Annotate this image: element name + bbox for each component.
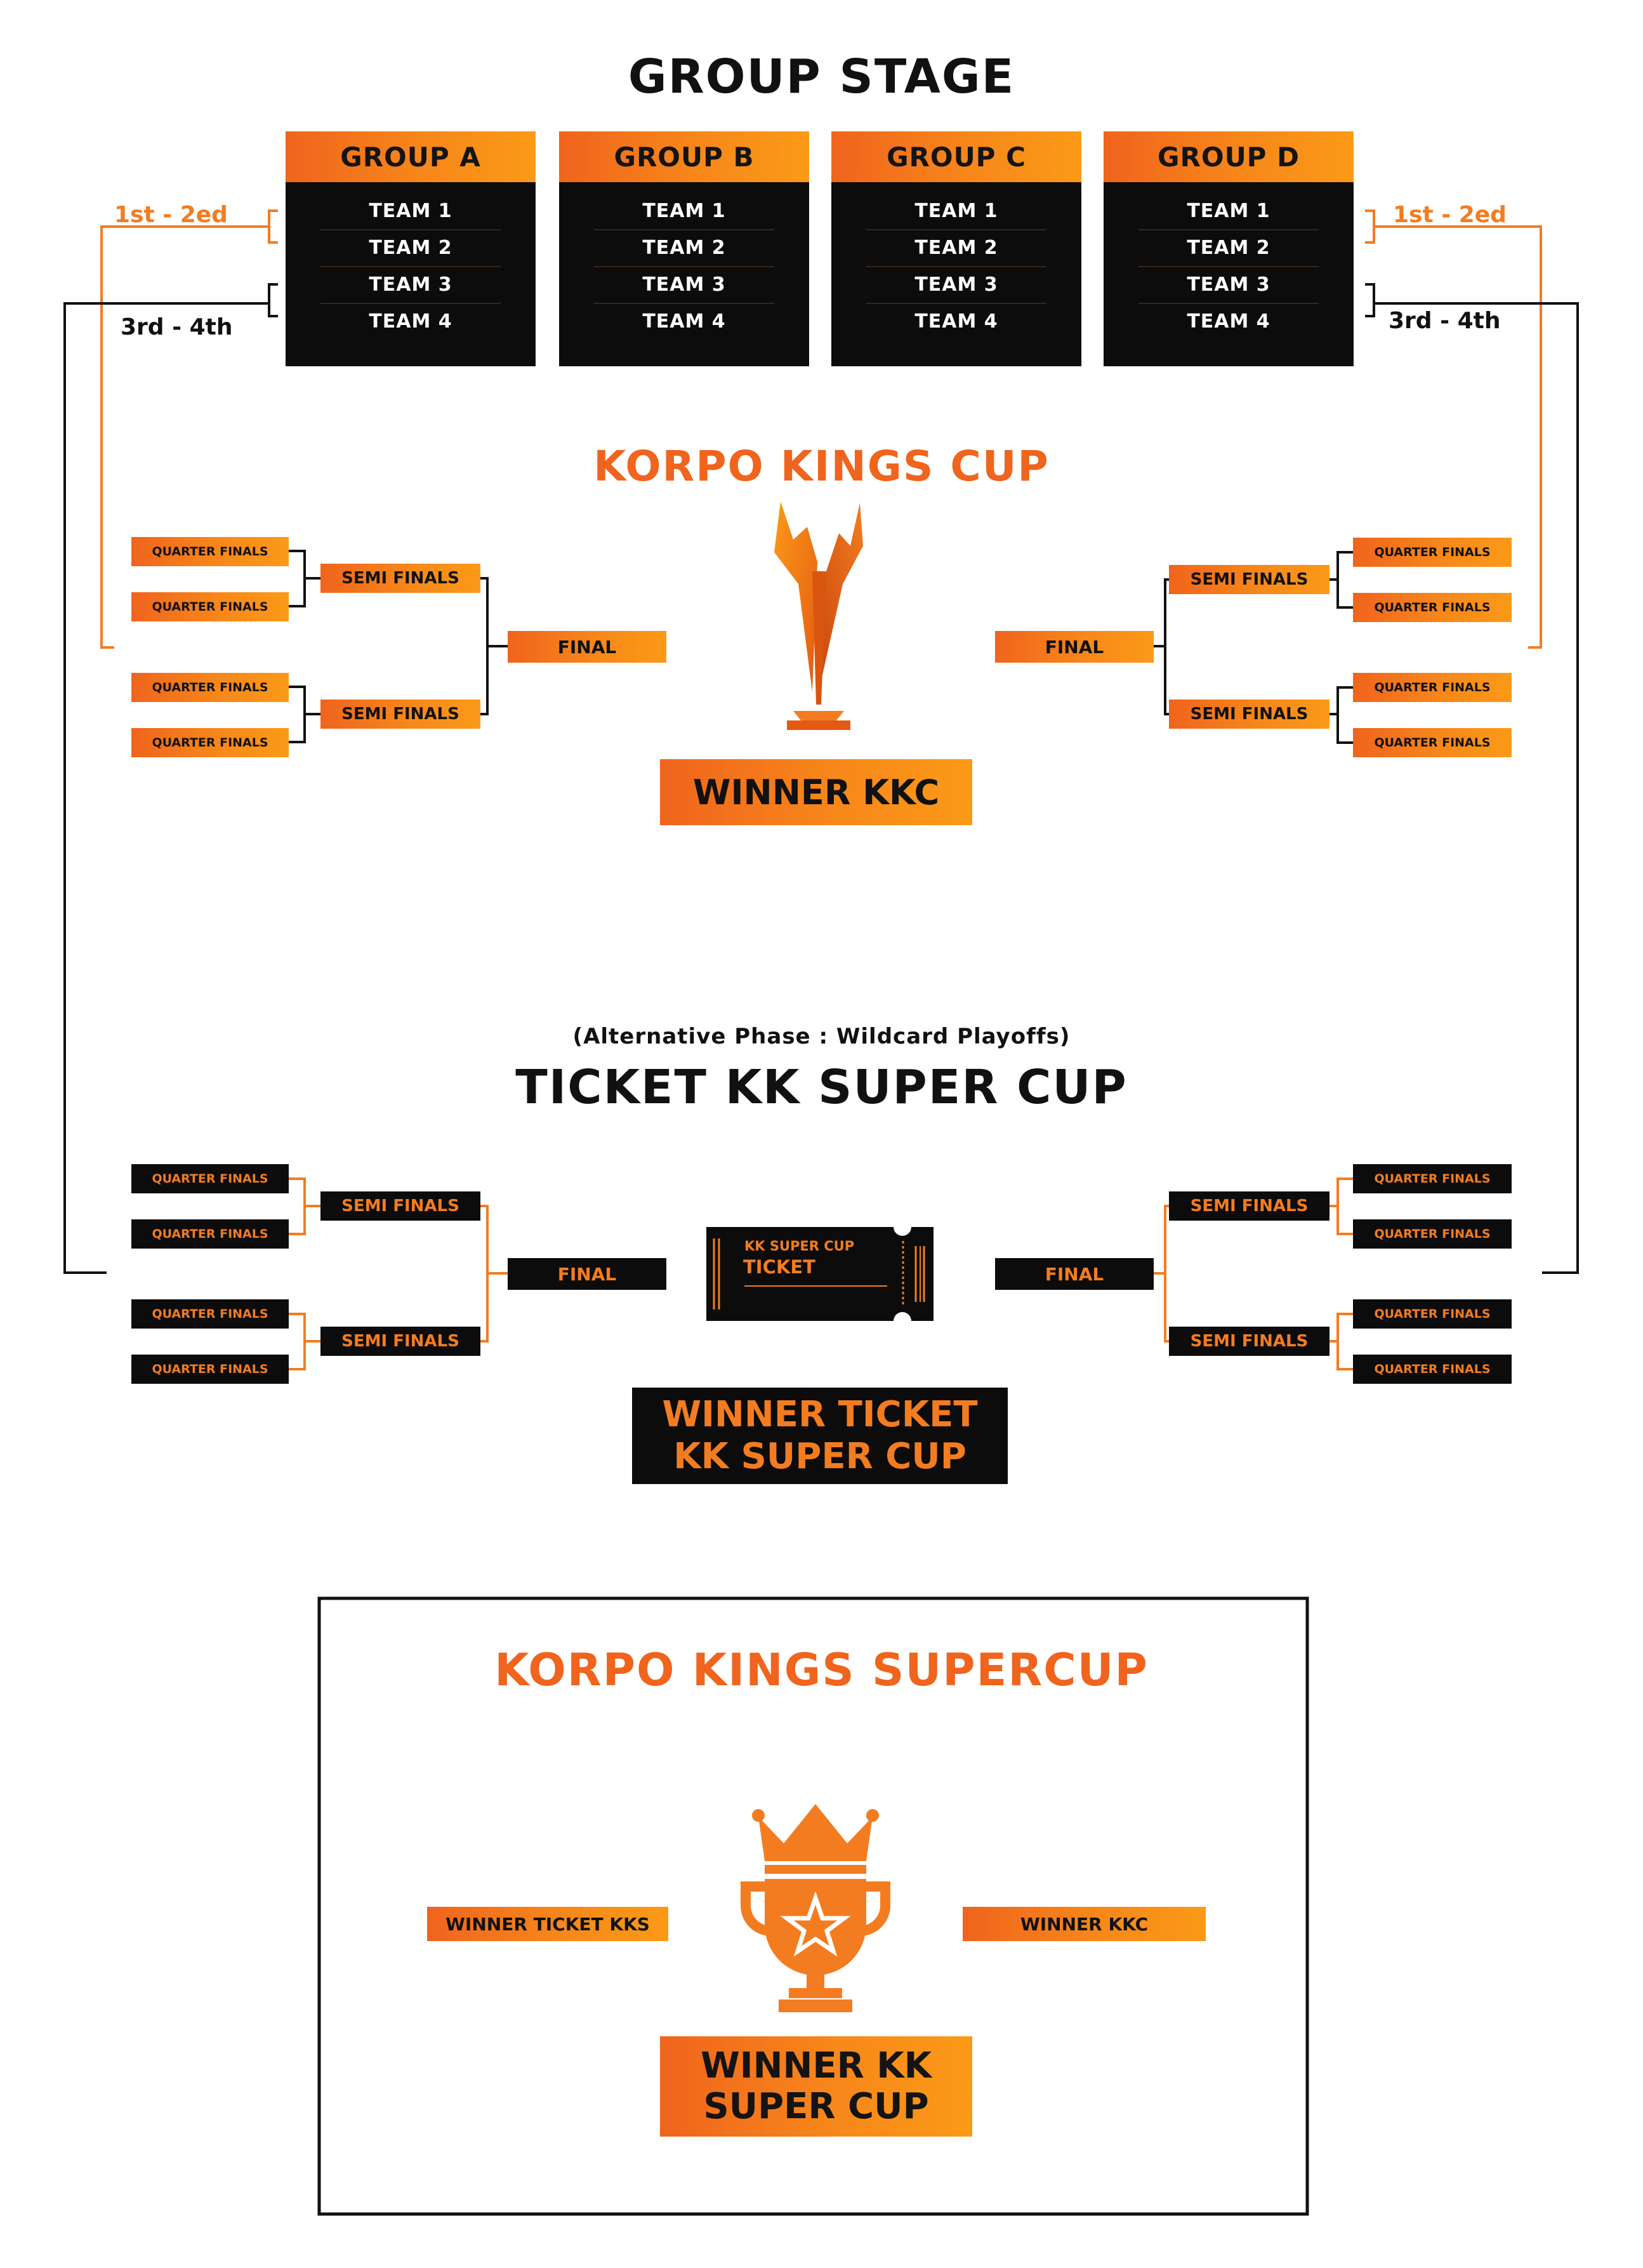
group-c-team-1: TEAM 1: [866, 192, 1046, 230]
ticket-winner-line1: WINNER TICKET: [662, 1394, 978, 1435]
ticket-winner-line2: KK SUPER CUP: [673, 1436, 967, 1477]
ticket-graphic: KK SUPER CUP TICKET: [706, 1227, 934, 1321]
ticket-line2: TICKET: [743, 1256, 815, 1278]
group-c-team-4: TEAM 4: [914, 310, 998, 333]
group-a-team-1: TEAM 1: [320, 192, 501, 230]
ticket-quarter-final-l3: QUARTER FINALS: [131, 1299, 289, 1329]
kkc-quarter-final-l1: QUARTER FINALS: [131, 537, 289, 566]
group-d-header: GROUP D: [1104, 131, 1354, 182]
supercup-title: KORPO KINGS SUPERCUP: [494, 1644, 1149, 1696]
kkc-quarter-final-r4: QUARTER FINALS: [1353, 728, 1512, 757]
group-stage-title: GROUP STAGE: [628, 50, 1015, 104]
ticket-winner-box: WINNER TICKET KK SUPER CUP: [632, 1388, 1008, 1484]
ticket-semi-final-r2: SEMI FINALS: [1169, 1327, 1330, 1356]
group-b-teams: TEAM 1 TEAM 2 TEAM 3 TEAM 4: [559, 182, 809, 366]
supercup-left-entry: WINNER TICKET KKS: [427, 1907, 668, 1941]
ticket-semi-final-r1: SEMI FINALS: [1169, 1191, 1330, 1221]
group-d-team-4: TEAM 4: [1187, 310, 1270, 333]
ticket-shape-icon: [706, 1227, 934, 1321]
ticket-semi-final-l1: SEMI FINALS: [320, 1191, 480, 1221]
kkc-semi-final-l1: SEMI FINALS: [320, 564, 480, 593]
group-b-team-4: TEAM 4: [642, 310, 726, 333]
kkc-quarter-final-l4: QUARTER FINALS: [131, 728, 289, 757]
group-a-header: GROUP A: [286, 131, 536, 182]
ticket-final-right: FINAL: [995, 1258, 1154, 1290]
kkc-semi-final-r1: SEMI FINALS: [1169, 565, 1330, 594]
group-b-team-2: TEAM 2: [594, 229, 774, 267]
group-a-teams: TEAM 1 TEAM 2 TEAM 3 TEAM 4: [286, 182, 536, 366]
kkc-final-right: FINAL: [995, 631, 1154, 663]
group-c-header: GROUP C: [831, 131, 1081, 182]
group-d-team-3: TEAM 3: [1138, 266, 1319, 304]
kkc-semi-final-r2: SEMI FINALS: [1169, 700, 1330, 729]
rank-top-left: 1st - 2ed: [114, 202, 228, 228]
group-c-teams: TEAM 1 TEAM 2 TEAM 3 TEAM 4: [831, 182, 1081, 366]
supercup-winner-line2: SUPER CUP: [703, 2086, 929, 2127]
kkc-quarter-final-l2: QUARTER FINALS: [131, 592, 289, 621]
kkc-quarter-final-r2: QUARTER FINALS: [1353, 593, 1512, 622]
ticket-quarter-final-l2: QUARTER FINALS: [131, 1219, 289, 1249]
ticket-title: TICKET KK SUPER CUP: [515, 1060, 1128, 1115]
ticket-subtitle: (Alternative Phase : Wildcard Playoffs): [572, 1024, 1071, 1049]
ticket-quarter-final-r2: QUARTER FINALS: [1353, 1219, 1512, 1249]
kkc-winner-box: WINNER KKC: [660, 759, 972, 825]
kkc-title: KORPO KINGS CUP: [593, 442, 1050, 491]
group-d-team-2: TEAM 2: [1138, 229, 1319, 267]
rank-top-right: 1st - 2ed: [1393, 202, 1507, 228]
rank-bottom-right: 3rd - 4th: [1389, 308, 1501, 334]
ticket-semi-final-l2: SEMI FINALS: [320, 1327, 480, 1356]
crown-trophy-icon: [774, 501, 863, 730]
rank-bottom-left: 3rd - 4th: [121, 314, 233, 340]
group-a-team-2: TEAM 2: [320, 229, 501, 267]
kkc-quarter-final-l3: QUARTER FINALS: [131, 673, 289, 702]
group-b-header: GROUP B: [559, 131, 809, 182]
group-d-teams: TEAM 1 TEAM 2 TEAM 3 TEAM 4: [1104, 182, 1354, 366]
ticket-quarter-final-r1: QUARTER FINALS: [1353, 1164, 1512, 1193]
supercup-right-entry: WINNER KKC: [963, 1907, 1206, 1941]
ticket-quarter-final-l4: QUARTER FINALS: [131, 1355, 289, 1384]
group-d-team-1: TEAM 1: [1138, 192, 1319, 230]
kkc-semi-final-l2: SEMI FINALS: [320, 700, 480, 729]
group-b-team-3: TEAM 3: [594, 266, 774, 304]
ticket-line1: KK SUPER CUP: [744, 1238, 855, 1254]
star-cup-trophy-icon: [741, 1804, 890, 2012]
kkc-final-left: FINAL: [508, 631, 666, 663]
ticket-quarter-final-r3: QUARTER FINALS: [1353, 1299, 1512, 1329]
ticket-final-left: FINAL: [508, 1258, 666, 1290]
kkc-quarter-final-r1: QUARTER FINALS: [1353, 538, 1512, 567]
group-a-team-4: TEAM 4: [369, 310, 452, 333]
supercup-winner-box: WINNER KK SUPER CUP: [660, 2036, 972, 2137]
group-a-team-3: TEAM 3: [320, 266, 501, 304]
kkc-quarter-final-r3: QUARTER FINALS: [1353, 673, 1512, 702]
supercup-winner-line1: WINNER KK: [701, 2045, 932, 2086]
ticket-quarter-final-l1: QUARTER FINALS: [131, 1164, 289, 1193]
group-c-team-2: TEAM 2: [866, 229, 1046, 267]
group-c-team-3: TEAM 3: [866, 266, 1046, 304]
group-b-team-1: TEAM 1: [594, 192, 774, 230]
ticket-quarter-final-r4: QUARTER FINALS: [1353, 1355, 1512, 1384]
